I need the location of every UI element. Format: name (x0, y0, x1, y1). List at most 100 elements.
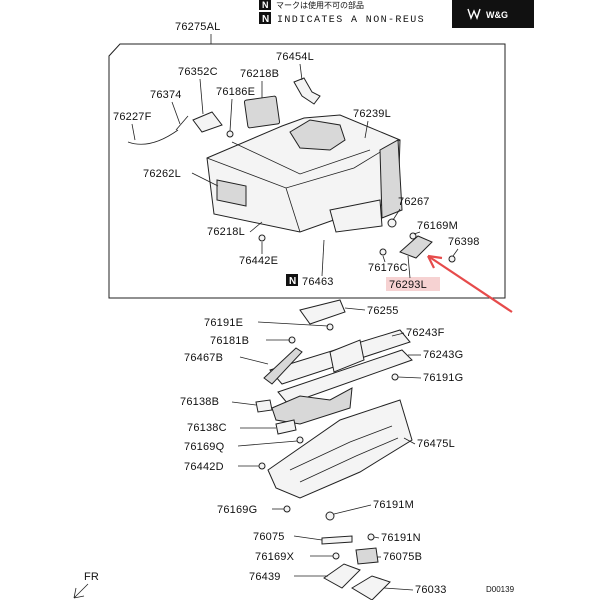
rear-bracket (379, 139, 403, 219)
rod-76374 (175, 115, 189, 131)
pan-76475L (267, 399, 413, 499)
n-symbol-box-3 (286, 274, 298, 286)
header-notice: INDICATES A NON-REUS (277, 15, 425, 26)
header: N マークは使用不可の部品 N INDICATES A NON-REUS (259, 0, 425, 26)
handle-76454L (293, 77, 321, 105)
highlight-76293L (386, 277, 440, 291)
leader-76293L (407, 255, 411, 279)
leader-76033 (383, 587, 414, 591)
clip-76267 (387, 218, 397, 228)
leader-76243F (391, 332, 405, 337)
label-76169M: 76169M (417, 220, 458, 232)
leader-76255 (344, 307, 366, 311)
drawing-code: D00139 (486, 585, 515, 594)
label-76243F: 76243F (406, 327, 445, 339)
clip-76138C (275, 419, 297, 435)
label-76442E: 76442E (239, 255, 278, 267)
cover-76293L (399, 235, 433, 259)
label-76075: 76075 (253, 531, 285, 543)
clip-76442E (258, 234, 266, 242)
leader-76352C (199, 78, 204, 115)
label-76398: 76398 (448, 236, 480, 248)
leader-76454L (299, 63, 303, 81)
leader-76169M (413, 231, 421, 235)
cushion-pad (289, 119, 346, 151)
leader-76176C (382, 255, 386, 263)
clip-76138B (255, 399, 273, 413)
lever-76352C (192, 111, 223, 133)
leader-76191G (397, 376, 422, 379)
cushion-seam (231, 141, 371, 175)
label-76218B: 76218B (240, 68, 279, 80)
label-76239L: 76239L (353, 108, 391, 120)
cap-76033 (351, 575, 391, 600)
label-76467B: 76467B (184, 352, 223, 364)
leader-76218L (249, 221, 263, 233)
label-76227F: 76227F (113, 111, 152, 123)
cushion-edge (206, 139, 401, 189)
bolt-76191E (326, 323, 334, 331)
label-76439: 76439 (249, 571, 281, 583)
label-76191M: 76191M (373, 499, 414, 511)
label-76267: 76267 (398, 196, 430, 208)
label-76275AL: 76275AL (175, 21, 220, 33)
clip-76176C (379, 248, 387, 256)
leader-76191N (373, 536, 380, 539)
clip-76186E (226, 130, 234, 138)
label-76243G: 76243G (423, 349, 463, 361)
clip-76398 (448, 255, 456, 263)
label-76442D: 76442D (184, 461, 224, 473)
label-76293L: 76293L (389, 279, 427, 291)
callout-arrowhead-icon (427, 254, 443, 269)
n-symbol-1: N (262, 0, 269, 10)
screw-76169Q (296, 436, 304, 444)
label-76352C: 76352C (178, 66, 218, 78)
rail-76243G (277, 349, 413, 405)
cable-76227F (127, 129, 179, 145)
label-76191N: 76191N (381, 532, 421, 544)
pad-76218B (243, 95, 281, 129)
label-76075B: 76075B (383, 551, 422, 563)
pan-rib-2 (299, 437, 399, 483)
adjuster-76467B (263, 347, 303, 385)
leader-76374 (171, 101, 181, 125)
leader-76227F (131, 123, 136, 141)
leader-76262L (191, 172, 219, 187)
bolt-76191N (367, 533, 375, 541)
label-76169Q: 76169Q (184, 441, 225, 453)
label-76186E: 76186E (216, 86, 255, 98)
label-76454L: 76454L (276, 51, 314, 63)
pan-rib-1 (289, 425, 393, 471)
brand-logo: W&G (452, 0, 534, 28)
mechanism-assembly (271, 387, 353, 425)
leader-76191M (333, 504, 372, 515)
leader-76191E (257, 321, 329, 327)
cushion-front-edge (285, 187, 301, 233)
side-cover-76262L (216, 179, 247, 207)
leader-76186E (229, 98, 233, 132)
bracket-76075 (321, 535, 353, 545)
label-76262L: 76262L (143, 168, 181, 180)
logo-text: W&G (486, 10, 508, 20)
label-76138B: 76138B (180, 396, 219, 408)
label-76138C: 76138C (187, 422, 227, 434)
logo-background (452, 0, 534, 28)
label-76191G: 76191G (423, 372, 463, 384)
leader-76398 (452, 248, 459, 257)
label-76475L: 76475L (417, 438, 455, 450)
label-76218L: 76218L (207, 226, 245, 238)
logo-mark-icon (467, 8, 481, 20)
front-direction-arrow-icon (73, 583, 89, 599)
bracket-center (329, 339, 365, 373)
label-76169G: 76169G (217, 504, 257, 516)
screw-76169X (332, 552, 340, 560)
leader-76467B (239, 356, 269, 365)
leader-76169Q (237, 440, 298, 447)
leader-76239L (364, 120, 369, 139)
label-76191E: 76191E (204, 317, 243, 329)
leader-76267 (392, 208, 401, 221)
label-76374: 76374 (150, 89, 182, 101)
label-76169X: 76169X (255, 551, 295, 563)
